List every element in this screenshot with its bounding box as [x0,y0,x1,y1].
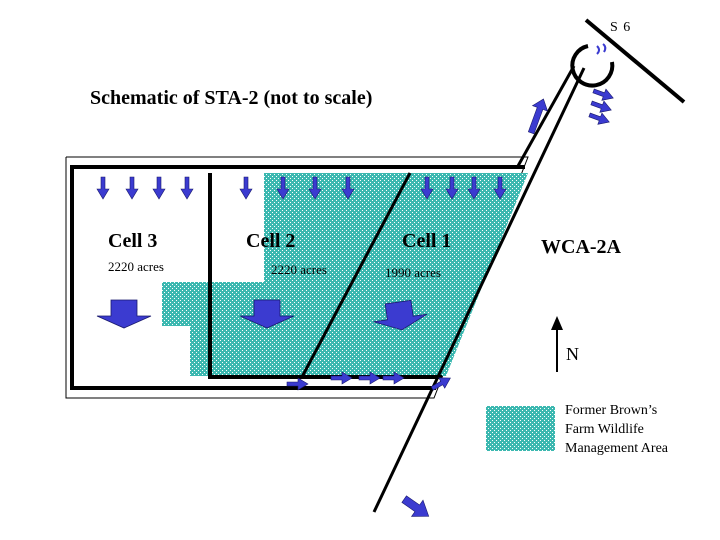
diagram-title: Schematic of STA-2 (not to scale) [90,87,372,109]
inflow-arrow [125,176,139,200]
north-label: N [566,344,579,364]
inflow-arrow [96,176,110,200]
legend-line-3: Management Area [565,441,669,456]
supply-arrows [527,84,616,135]
canal-east-line [372,67,586,513]
supply-arrow [527,98,549,135]
north-arrow-icon [551,316,563,372]
legend-line-1: Former Brown’s [565,403,657,418]
legend-swatch [486,406,555,451]
cell3-label: Cell 3 [108,230,157,252]
cell2-label: Cell 2 [246,230,295,252]
supply-arrow [586,108,612,129]
cell3-area: 2220 acres [108,259,164,274]
legend-line-2: Farm Wildlife [565,422,644,437]
levee-west [70,165,525,390]
cell2-area: 2220 acres [271,262,327,277]
cell1-label: Cell 1 [402,230,451,252]
discharge-arrow [401,495,430,517]
inflow-arrow [152,176,166,200]
levee-cell2-cell1 [300,172,412,378]
sta-outer-frame [65,156,529,399]
s6-label: S 6 [610,20,631,35]
brown-farm-area [162,173,528,376]
canal-west-line [516,65,576,167]
cell1-area: 1990 acres [385,265,441,280]
s6-levee [584,18,686,104]
supply-arrow [588,96,614,117]
cell3-flow-arrow [96,299,152,329]
s6-swirl-icon [596,43,607,55]
s6-structure [570,44,615,88]
wca-2a-label: WCA-2A [541,236,622,258]
supply-arrow [590,84,616,105]
inflow-arrow [239,176,253,200]
inflow-arrow [180,176,194,200]
